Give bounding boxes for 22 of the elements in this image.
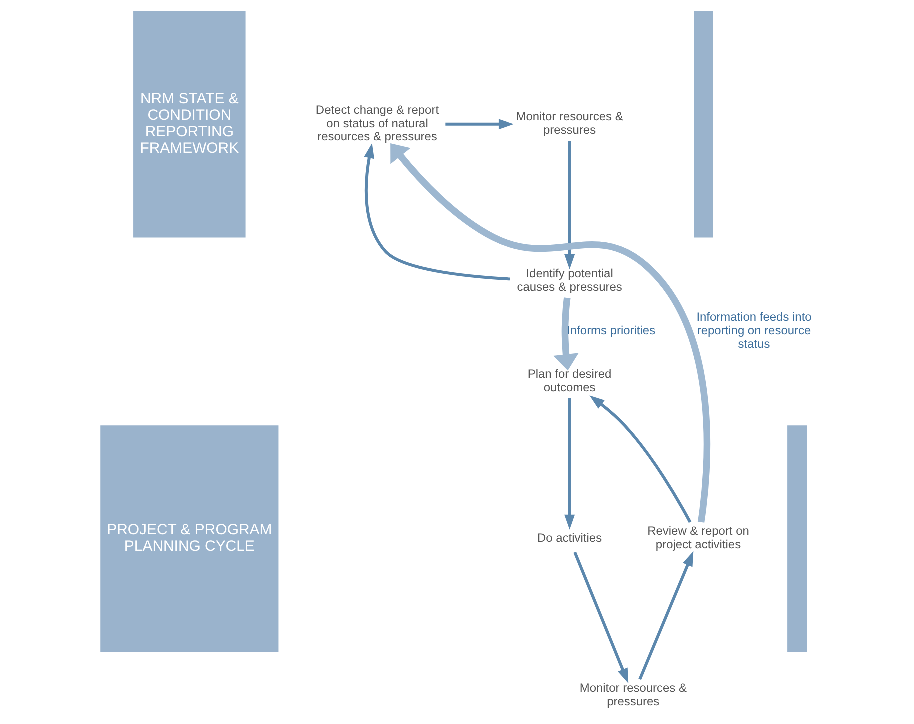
node-box: NRM STATE & CONDITION REPORTING FRAMEWORK — [134, 11, 246, 238]
edge-label: Informs priorities — [567, 324, 656, 338]
node-text: Monitor resources & pressures — [516, 110, 624, 137]
node-box: PROJECT & PROGRAM PLANNING CYCLE — [100, 426, 279, 652]
arrow — [364, 143, 510, 281]
arrow — [638, 551, 694, 680]
node-text: Detect change & report on status of natural resources & pressures — [316, 102, 440, 144]
arrow — [564, 398, 576, 530]
node-bar — [788, 426, 808, 652]
arrow — [553, 298, 579, 371]
node-text: Plan for desired outcomes — [528, 366, 612, 394]
arrow — [564, 140, 576, 270]
node-text: Monitor resources & pressures — [580, 681, 687, 709]
edge-label: Information feeds into reporting on resource status — [696, 310, 812, 352]
arrow — [574, 552, 629, 684]
node-text: Review & report on project activities — [648, 524, 750, 552]
node-bar — [694, 11, 714, 238]
arrow — [390, 143, 711, 523]
node-text: Identify potential causes & pressures — [517, 266, 622, 294]
arrow — [590, 396, 692, 524]
node-text: Do activities — [538, 530, 602, 545]
arrow — [446, 119, 514, 130]
